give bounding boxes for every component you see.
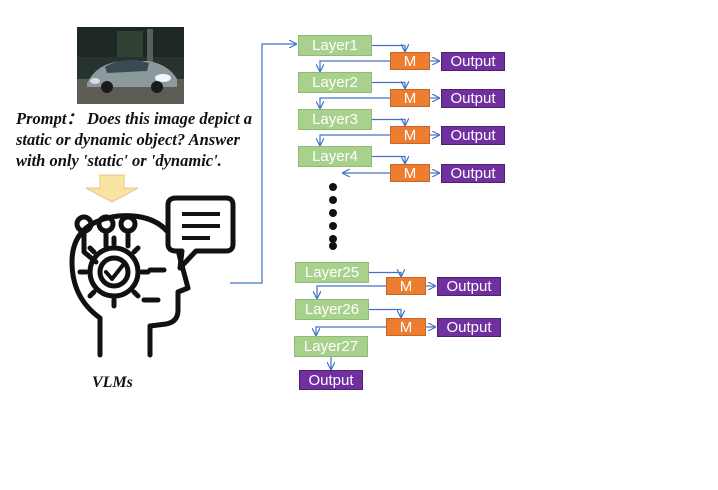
car-photo [77, 27, 184, 104]
m-box-2: M [390, 89, 430, 107]
final-output-box: Output [299, 370, 363, 390]
m-to-next-layer-arrow-6 [316, 326, 386, 335]
layer-box-2: Layer2 [298, 72, 372, 93]
output-box-3: Output [441, 126, 505, 145]
layer-to-m-arrow-3 [372, 120, 405, 126]
output-box-6: Output [437, 318, 501, 337]
vlm-to-layers-connector [230, 44, 296, 284]
car-photo-art [77, 27, 184, 104]
m-box-6: M [386, 318, 426, 336]
layer-box-5: Layer25 [295, 262, 369, 283]
m-box-1: M [390, 52, 430, 70]
flow-arrows [316, 46, 439, 370]
vlm-label: VLMs [92, 374, 133, 391]
layer-to-m-arrow-1 [372, 46, 405, 52]
layer-to-m-arrow-5 [369, 273, 401, 277]
layer-box-7: Layer27 [294, 336, 368, 357]
m-box-4: M [390, 164, 430, 182]
layer-box-6: Layer26 [295, 299, 369, 320]
m-to-next-layer-arrow-2 [320, 97, 390, 108]
output-box-4: Output [441, 164, 505, 183]
output-box-1: Output [441, 52, 505, 71]
output-box-5: Output [437, 277, 501, 296]
layer-box-1: Layer1 [298, 35, 372, 56]
ellipsis-dots [329, 183, 337, 250]
m-to-next-layer-arrow-1 [320, 60, 390, 71]
down-arrow-icon [85, 174, 139, 203]
m-box-3: M [390, 126, 430, 144]
layer-to-m-arrow-4 [372, 155, 405, 164]
layer-box-4: Layer4 [298, 146, 372, 167]
layer-to-m-arrow-2 [372, 83, 405, 89]
chat-bubble-icon [165, 195, 236, 271]
prompt-text: Prompt： Does this image depict a static … [16, 109, 253, 170]
layer-to-m-arrow-6 [369, 308, 401, 318]
layer-box-3: Layer3 [298, 109, 372, 130]
m-to-next-layer-arrow-3 [320, 134, 390, 145]
output-box-2: Output [441, 89, 505, 108]
m-to-next-layer-arrow-5 [317, 285, 386, 298]
m-box-5: M [386, 277, 426, 295]
brain-gear-head-icon [69, 213, 191, 358]
